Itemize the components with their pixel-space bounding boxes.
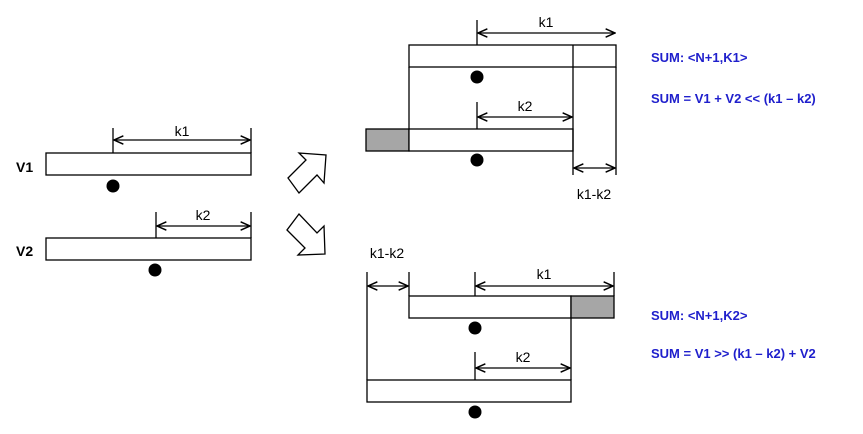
top-v2-binary-point [470,153,484,167]
v1-group: V1 k1 [16,123,252,193]
top-v2-zero-pad [365,128,410,152]
v1-label: V1 [16,159,33,175]
bottom-sum-format: SUM: <N+1,K2> [651,308,748,323]
bottom-v1-truncated-bits [570,295,615,319]
arrow-to-bottom-case [286,212,326,256]
bottom-v1-binary-point [468,321,482,335]
v2-group: V2 k2 [16,207,252,277]
top-v1-register [408,44,617,68]
top-diff-label: k1-k2 [577,186,611,202]
top-sum-format: SUM: <N+1,K1> [651,50,748,65]
bottom-case-group: k1-k2 k1 k2 SUM: <N+1,K2> SUM = V1 >> (k… [366,245,816,419]
bottom-diff-label: k1-k2 [370,245,404,261]
top-k2-label: k2 [518,98,533,114]
bottom-sum-equation: SUM = V1 >> (k1 – k2) + V2 [651,346,816,361]
bottom-v2-binary-point [468,405,482,419]
top-v2-register [408,128,574,152]
v1-binary-point [106,179,120,193]
bottom-k1-label: k1 [537,266,552,282]
v2-label: V2 [16,243,33,259]
v2-register [45,237,252,261]
v2-binary-point [148,263,162,277]
top-k1-label: k1 [539,14,554,30]
top-case-group: k1 k2 k1-k2 SUM: <N+1,K1> SUM = V1 + V2 … [365,14,816,202]
bottom-v1-register [408,295,572,319]
v1-k1-label: k1 [175,123,190,139]
bottom-v2-register [366,379,572,403]
v2-k2-label: k2 [196,207,211,223]
v1-register [45,152,252,176]
top-v1-binary-point [470,70,484,84]
arrow-to-top-case [287,152,327,194]
top-sum-equation: SUM = V1 + V2 << (k1 – k2) [651,91,816,106]
bottom-k2-label: k2 [516,349,531,365]
